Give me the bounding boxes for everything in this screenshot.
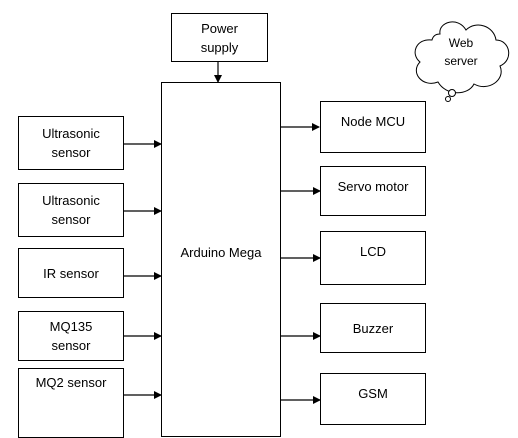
output-box-buzzer: Buzzer — [320, 303, 426, 353]
output-box-lcd: LCD — [320, 231, 426, 285]
output-label-4: Buzzer — [352, 320, 394, 336]
input-box-mq2: MQ2 sensor — [18, 368, 124, 438]
input-label-2: Ultrasonic sensor — [42, 193, 100, 227]
output-label-2: Servo motor — [337, 179, 409, 194]
output-box-servo-motor: Servo motor — [320, 166, 426, 216]
output-label-3: LCD — [359, 244, 386, 259]
input-box-mq135: MQ135 sensor — [18, 311, 124, 361]
output-box-node-mcu: Node MCU — [320, 101, 426, 153]
input-label-4: MQ135 sensor — [49, 319, 93, 353]
web-server-label: Web server — [444, 36, 478, 68]
input-box-ultrasonic-2: Ultrasonic sensor — [18, 183, 124, 237]
output-label-5: GSM — [358, 386, 388, 401]
power-supply-box: Power supply — [171, 13, 268, 62]
input-label-1: Ultrasonic sensor — [42, 126, 100, 160]
output-label-1: Node MCU — [340, 114, 406, 129]
input-box-ir-sensor: IR sensor — [18, 248, 124, 298]
input-box-ultrasonic-1: Ultrasonic sensor — [18, 116, 124, 170]
arduino-mega-label: Arduino Mega — [180, 245, 262, 260]
input-label-5: MQ2 sensor — [35, 375, 107, 390]
power-supply-label: Power supply — [200, 20, 239, 55]
arduino-mega-box: Arduino Mega — [161, 82, 281, 437]
output-box-gsm: GSM — [320, 373, 426, 425]
input-label-3: IR sensor — [43, 265, 99, 281]
cloud-icon — [414, 21, 510, 102]
